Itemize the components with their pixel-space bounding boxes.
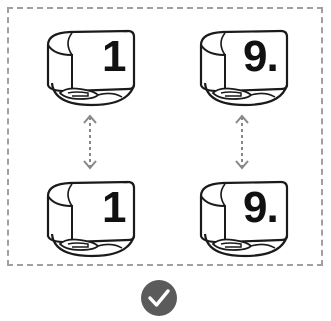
cable-marker-bottom-right: 9. — [195, 176, 291, 260]
cable-marker-top-right: 9. — [195, 25, 291, 109]
double-arrow-icon — [232, 111, 252, 173]
cable-marker-icon — [46, 180, 136, 258]
marker-number: 9. — [243, 32, 279, 81]
checkmark-icon — [148, 289, 170, 307]
dashed-frame — [7, 7, 323, 266]
marker-number: 1 — [102, 32, 127, 81]
marker-number: 9. — [243, 183, 279, 232]
cable-marker-bottom-left: 1 — [42, 176, 138, 260]
cable-marker-icon — [199, 180, 289, 258]
cable-marker-top-left: 1 — [42, 25, 138, 109]
double-arrow-icon — [80, 111, 100, 173]
marker-number: 1 — [102, 183, 127, 232]
cable-marker-icon — [46, 29, 136, 107]
checkmark-badge — [141, 280, 177, 316]
cable-marker-icon — [199, 29, 289, 107]
